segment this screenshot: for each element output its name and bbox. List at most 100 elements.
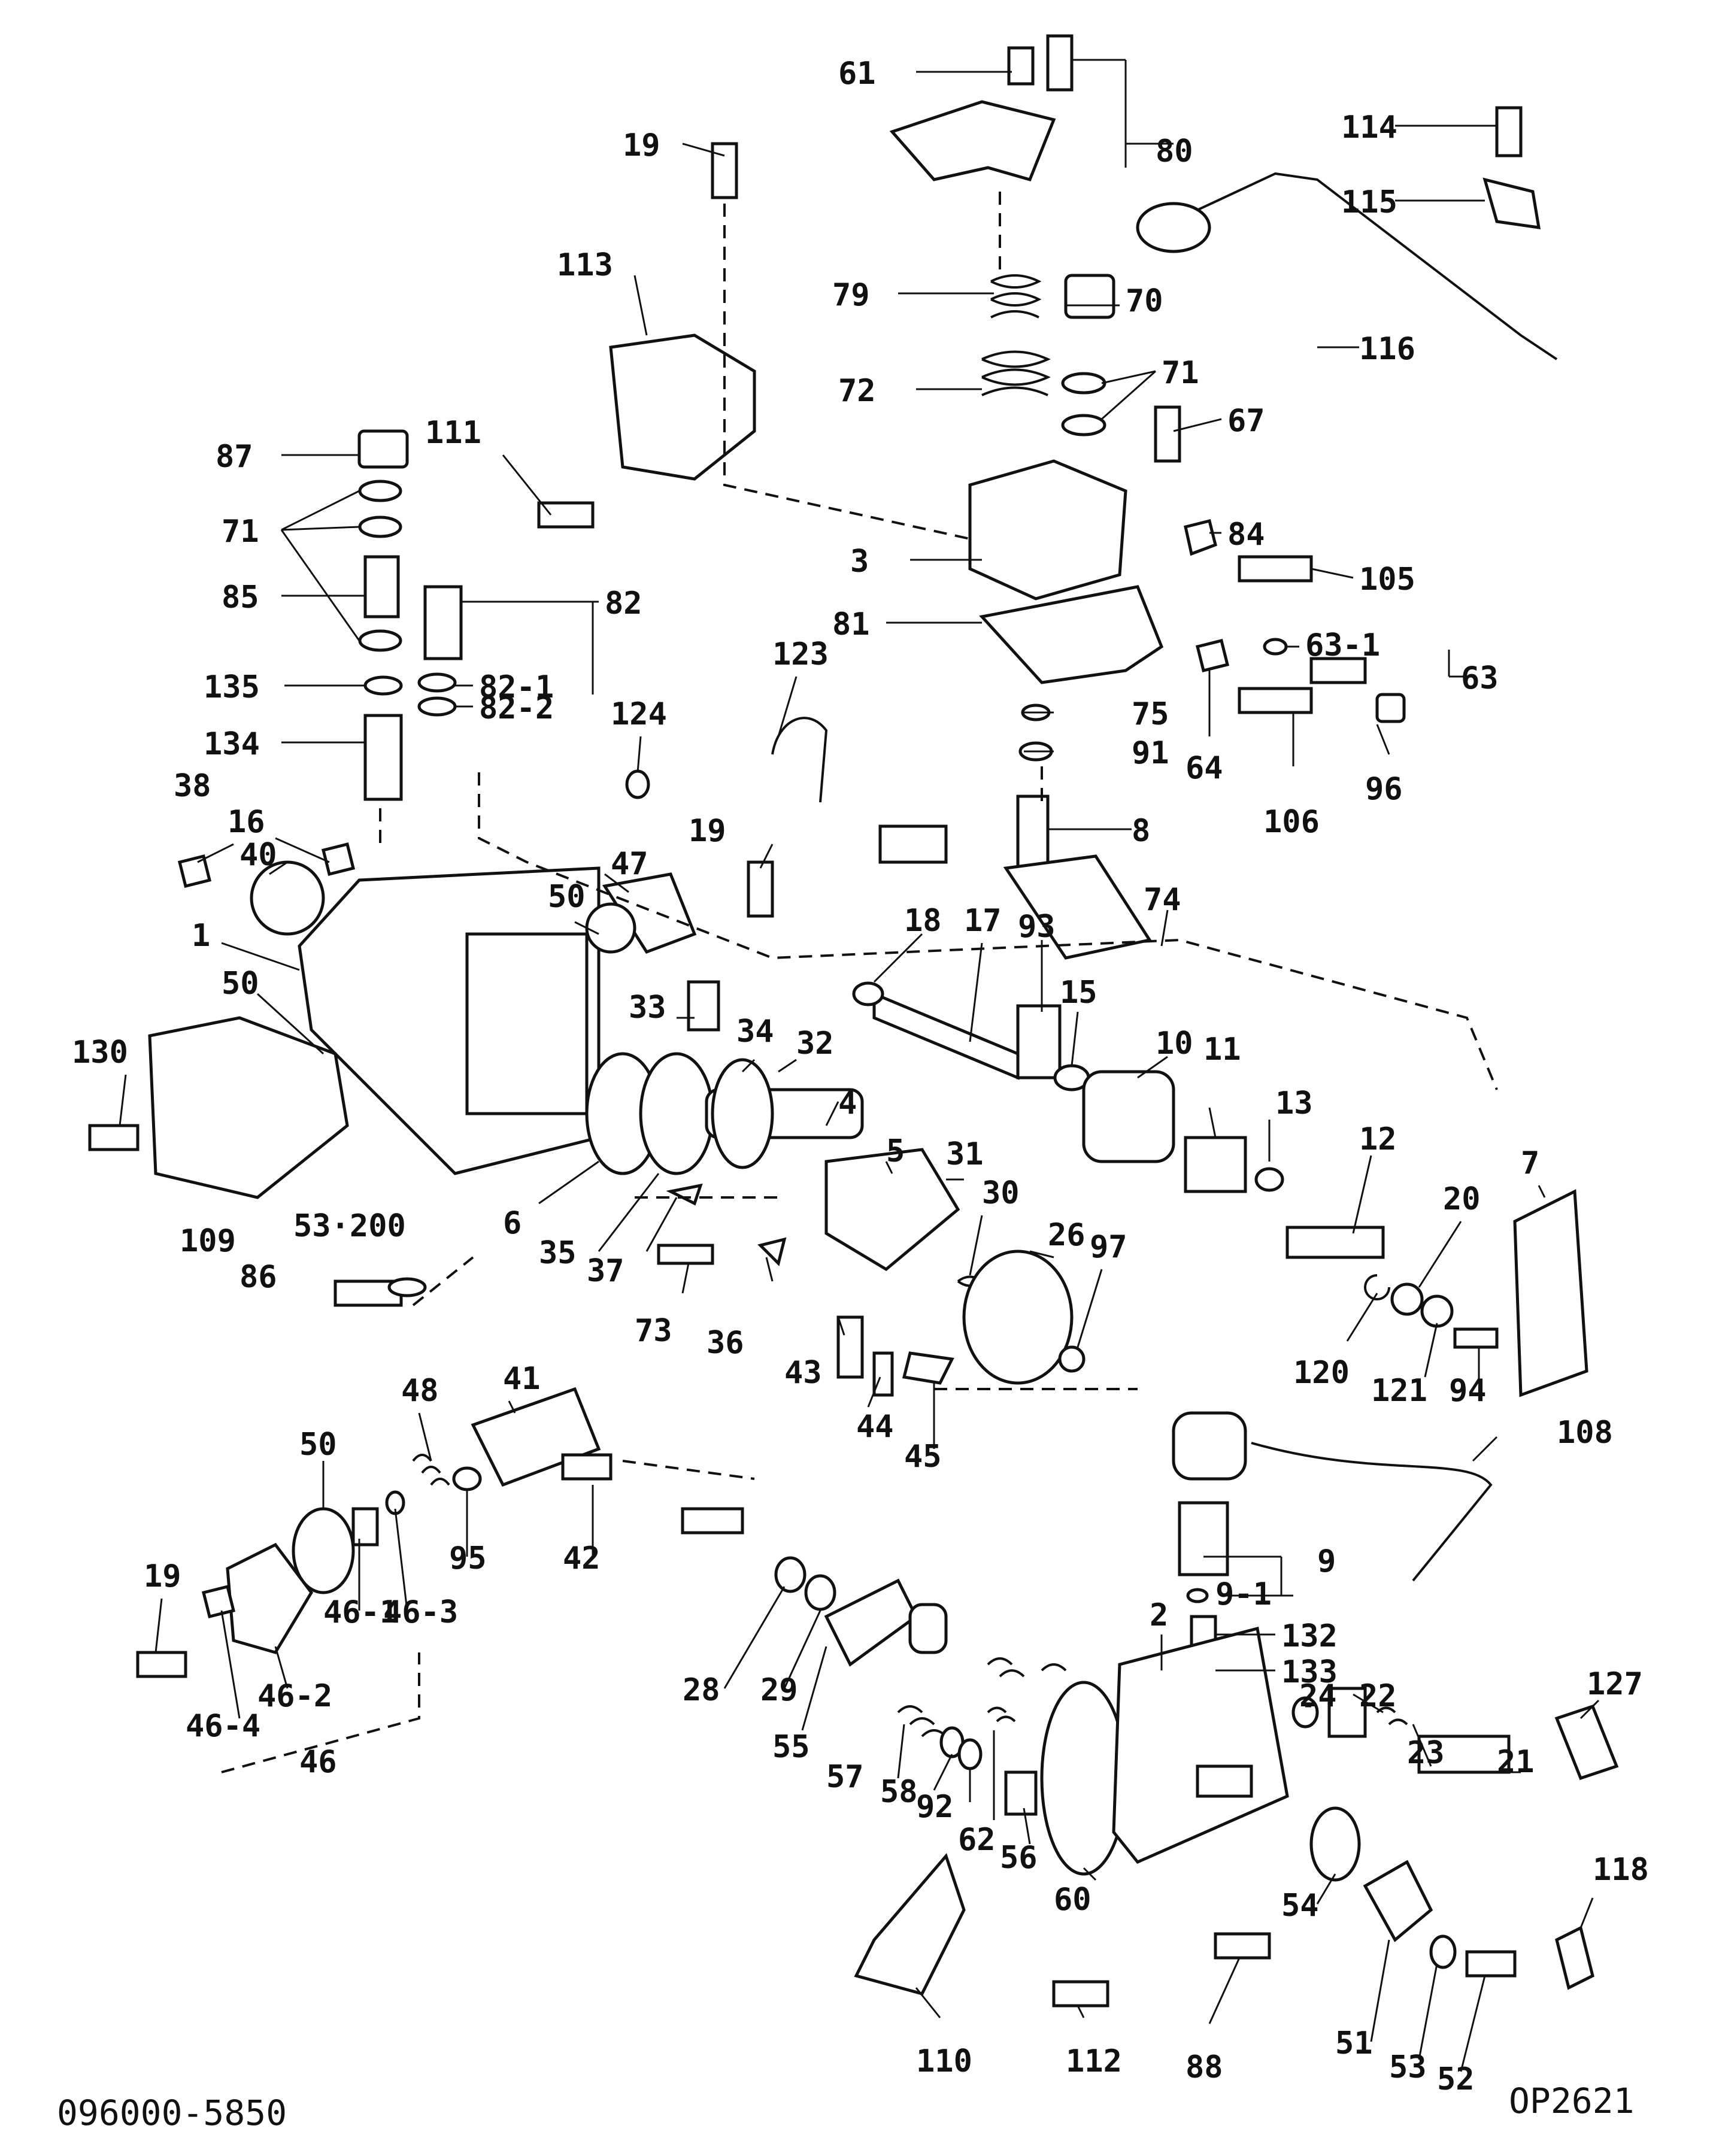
part-cam-disc-26	[962, 1250, 1074, 1385]
callout-127: 127	[1587, 1666, 1643, 1702]
callout-55: 55	[772, 1729, 810, 1765]
callout-114: 114	[1341, 110, 1397, 145]
part-lever-116-hub	[1136, 202, 1211, 253]
callout-41: 41	[503, 1361, 541, 1397]
part-bolt-88	[1214, 1932, 1271, 1960]
part-bolt-130	[88, 1124, 140, 1151]
callout-108: 108	[1557, 1415, 1613, 1451]
part-nut-38	[177, 854, 212, 889]
part-nut-61	[1007, 46, 1035, 86]
callout-19c: 19	[144, 1558, 181, 1594]
callout-134: 134	[204, 726, 260, 762]
part-spring-62	[987, 1706, 1016, 1723]
callout-23: 23	[1407, 1735, 1445, 1771]
part-clip-45	[902, 1351, 954, 1385]
callout-92: 92	[916, 1789, 954, 1825]
callout-35: 35	[539, 1235, 577, 1271]
part-lever-8	[1003, 854, 1153, 960]
part-washer-53-200	[387, 1277, 427, 1297]
part-washer-20	[1390, 1282, 1424, 1316]
callout-43: 43	[784, 1355, 822, 1391]
part-holder-21	[1417, 1734, 1511, 1774]
leader-lines	[119, 59, 1600, 2072]
callout-36: 36	[707, 1325, 744, 1361]
callout-46-4: 46-4	[186, 1708, 260, 1744]
callout-96: 96	[1365, 771, 1403, 807]
part-key-33	[687, 980, 720, 1032]
callout-31: 31	[946, 1136, 984, 1172]
callout-26: 26	[1048, 1217, 1086, 1253]
callout-84: 84	[1227, 517, 1265, 553]
part-solenoid-108	[1172, 1411, 1247, 1481]
callout-113: 113	[557, 247, 613, 283]
part-washer-92	[957, 1738, 983, 1770]
callout-33: 33	[629, 990, 666, 1026]
callout-63: 63	[1461, 660, 1499, 696]
part-housing-1-flange	[465, 932, 589, 1115]
sheet-code: OP2621	[1509, 2081, 1635, 2121]
callout-22: 22	[1359, 1678, 1397, 1714]
callout-97: 97	[1090, 1229, 1127, 1265]
callout-44: 44	[856, 1409, 894, 1445]
part-bolt-19c	[136, 1651, 187, 1678]
callout-93: 93	[1018, 909, 1056, 945]
part-bracket-118	[1555, 1925, 1594, 1990]
part-filter-134	[363, 714, 403, 801]
callout-135: 135	[204, 669, 260, 705]
callout-130: 130	[72, 1035, 128, 1071]
part-nut-16	[321, 842, 356, 877]
callout-12: 12	[1359, 1121, 1397, 1157]
callout-13: 13	[1275, 1085, 1313, 1121]
callout-132: 132	[1281, 1618, 1338, 1654]
part-key-36	[757, 1237, 787, 1266]
part-oring-9-1	[1186, 1588, 1209, 1603]
callout-46-1: 46-1	[323, 1594, 398, 1630]
callout-64: 64	[1186, 750, 1223, 786]
callout-71a: 71	[1162, 355, 1199, 391]
callout-47: 47	[611, 846, 648, 882]
part-clip-115	[1482, 177, 1541, 229]
callout-88: 88	[1186, 2049, 1223, 2085]
callout-17: 17	[964, 903, 1002, 939]
callout-52: 52	[1437, 2061, 1475, 2097]
part-oring-60	[1040, 1681, 1127, 1876]
callout-46: 46	[299, 1744, 337, 1780]
callout-28: 28	[683, 1672, 720, 1708]
part-nut-64	[1195, 638, 1230, 673]
callout-37: 37	[587, 1253, 624, 1289]
part-washer-29	[804, 1574, 836, 1611]
callout-82: 82	[605, 586, 642, 621]
part-lever-116	[1185, 172, 1558, 360]
callout-105: 105	[1359, 562, 1415, 598]
part-oring-18	[852, 981, 884, 1006]
callout-133: 133	[1281, 1654, 1338, 1690]
part-spring-72	[981, 350, 1051, 396]
part-oring-82-2	[417, 696, 457, 717]
callout-11: 11	[1203, 1032, 1241, 1068]
callout-75: 75	[1132, 696, 1169, 732]
callout-19b: 19	[689, 813, 726, 849]
part-bracket-110	[854, 1853, 966, 1996]
callout-61: 61	[838, 56, 876, 92]
part-ring-35	[639, 1052, 714, 1175]
part-cable-123	[771, 717, 828, 803]
part-bolt-114	[1495, 106, 1523, 157]
part-fitting-head	[1196, 1764, 1253, 1798]
part-spring-23	[1376, 1706, 1408, 1726]
part-pin-44	[872, 1351, 894, 1397]
part-bolt-106	[1238, 687, 1313, 714]
callout-15: 15	[1060, 975, 1097, 1011]
callout-56: 56	[1000, 1840, 1038, 1876]
part-plate-55	[824, 1578, 918, 1667]
part-collar-55	[908, 1603, 948, 1654]
callout-21: 21	[1497, 1744, 1535, 1780]
callout-111: 111	[425, 415, 481, 451]
part-nut-46-4	[201, 1584, 236, 1619]
part-head-2	[1112, 1626, 1289, 1864]
callout-6: 6	[503, 1205, 522, 1241]
callout-82-2: 82-2	[479, 690, 554, 726]
callout-29: 29	[760, 1672, 798, 1708]
callout-73: 73	[635, 1313, 672, 1349]
part-washer-28	[774, 1556, 807, 1593]
